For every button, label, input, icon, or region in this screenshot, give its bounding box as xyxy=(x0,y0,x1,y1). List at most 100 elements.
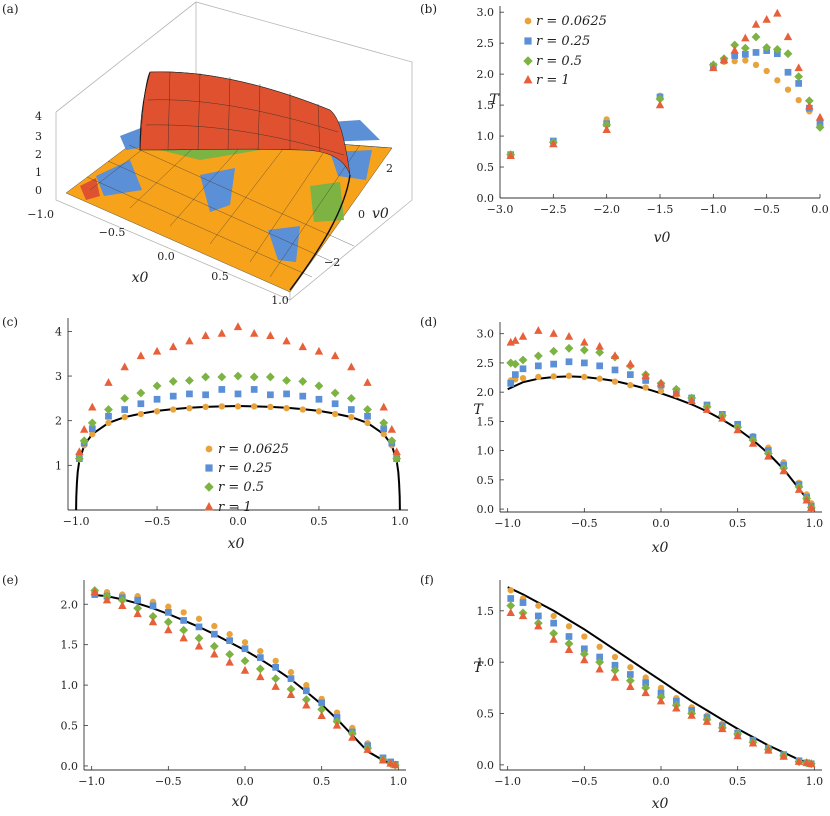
data-point-triangle xyxy=(348,733,357,741)
data-point-triangle xyxy=(702,405,712,413)
x-axis-label: x0 xyxy=(132,270,149,286)
data-point-diamond xyxy=(148,611,158,621)
data-point-triangle xyxy=(794,485,804,493)
data-point-triangle xyxy=(748,738,758,747)
x-tick-label: 1.0 xyxy=(806,775,824,788)
data-point-diamond xyxy=(783,49,793,59)
data-point-diamond xyxy=(387,436,397,446)
data-point-diamond xyxy=(265,372,275,382)
data-point-diamond xyxy=(549,628,559,638)
data-point-circle xyxy=(137,410,145,418)
data-point-square xyxy=(234,390,242,398)
legend-marker-diamond xyxy=(204,482,214,492)
data-point-square xyxy=(169,392,177,400)
data-point-triangle xyxy=(379,402,388,411)
legend-panel-b: r = 0.0625 r = 0.25 r = 0.5 r = 1 xyxy=(523,14,607,88)
data-point-square xyxy=(611,366,619,374)
legend-label: r = 0.0625 xyxy=(536,14,607,29)
data-point-triangle xyxy=(815,112,825,121)
data-point-square xyxy=(596,362,604,370)
data-point-triangle xyxy=(506,151,515,160)
x-tick-label: 0.0 xyxy=(229,515,247,528)
data-point-triangle xyxy=(733,731,742,740)
x-tick-label: −1.0 xyxy=(494,517,521,530)
data-point-triangle xyxy=(641,371,650,379)
x-axis-label: v0 xyxy=(654,230,671,246)
data-point-diamond xyxy=(751,32,761,42)
data-point-circle xyxy=(170,406,177,413)
x-tick-label: −0.5 xyxy=(144,515,171,528)
data-point-diamond xyxy=(298,376,308,386)
data-point-square xyxy=(105,412,112,420)
x-tick-label: 0.5 xyxy=(729,775,747,788)
y-tick-label: 2.5 xyxy=(477,357,495,370)
data-point-triangle xyxy=(718,724,727,733)
surface-x-axis: −1.0 −0.5 0.0 0.5 1.0 x0 xyxy=(27,208,288,307)
data-point-circle xyxy=(195,615,203,622)
data-point-triangle xyxy=(201,331,210,340)
y-tick: 2 xyxy=(386,162,393,175)
data-point-circle xyxy=(315,408,323,415)
data-point-diamond xyxy=(194,633,204,643)
data-point-triangle xyxy=(764,745,773,754)
data-point-circle xyxy=(627,664,634,671)
legend-label: r = 0.0625 xyxy=(218,442,289,457)
data-point-square xyxy=(218,386,226,393)
legend-marker-square xyxy=(205,464,213,472)
data-point-circle xyxy=(272,657,279,665)
y-tick-label: 2.0 xyxy=(477,386,495,399)
data-point-square xyxy=(642,377,650,384)
data-point-square xyxy=(164,608,172,616)
y-tick-label: 0.0 xyxy=(477,192,495,205)
legend-label: r = 1 xyxy=(536,73,570,88)
data-point-circle xyxy=(535,373,542,381)
surface-ridge xyxy=(139,71,351,291)
data-point-circle xyxy=(153,408,161,415)
data-point-square xyxy=(795,80,803,87)
data-point-triangle xyxy=(179,633,188,642)
data-point-diamond xyxy=(579,345,589,355)
data-point-square xyxy=(256,654,264,661)
data-point-triangle xyxy=(687,710,696,719)
data-point-triangle xyxy=(302,700,311,709)
data-point-triangle xyxy=(564,645,574,653)
panel-a-surface: (a) xyxy=(2,1,413,307)
z-tick: 2 xyxy=(35,148,42,161)
data-point-circle xyxy=(105,419,112,427)
data-point-triangle xyxy=(518,611,528,620)
data-point-triangle xyxy=(133,609,142,618)
data-point-triangle xyxy=(773,8,782,17)
data-point-square xyxy=(287,675,295,682)
data-point-diamond xyxy=(168,376,178,386)
data-point-circle xyxy=(202,403,209,411)
data-point-diamond xyxy=(104,405,113,414)
x-tick-label: 0.5 xyxy=(729,517,747,530)
data-point-triangle xyxy=(549,139,558,148)
data-point-triangle xyxy=(225,657,234,666)
data-point-circle xyxy=(657,387,665,395)
x-tick: 1.0 xyxy=(271,294,289,307)
y-tick-label: 0.5 xyxy=(477,161,495,174)
data-point-circle xyxy=(211,622,218,630)
data-point-triangle xyxy=(549,329,558,337)
data-point-triangle xyxy=(802,495,811,504)
data-point-circle xyxy=(89,430,96,438)
data-point-diamond xyxy=(730,40,740,50)
data-point-square xyxy=(611,661,619,669)
y-tick-label: 1.0 xyxy=(477,130,495,143)
data-point-triangle xyxy=(733,425,742,434)
data-point-triangle xyxy=(718,413,727,422)
data-point-triangle xyxy=(271,682,280,690)
y-tick-label: 1.5 xyxy=(477,605,495,618)
data-point-triangle xyxy=(672,388,681,397)
data-point-diamond xyxy=(301,695,311,705)
data-point-triangle xyxy=(518,331,528,340)
data-point-square xyxy=(250,386,258,393)
data-point-diamond xyxy=(217,372,227,382)
data-point-square xyxy=(731,52,739,59)
data-point-triangle xyxy=(807,759,816,767)
data-point-diamond xyxy=(201,372,211,382)
data-point-triangle xyxy=(641,688,650,697)
data-point-triangle xyxy=(282,336,291,345)
